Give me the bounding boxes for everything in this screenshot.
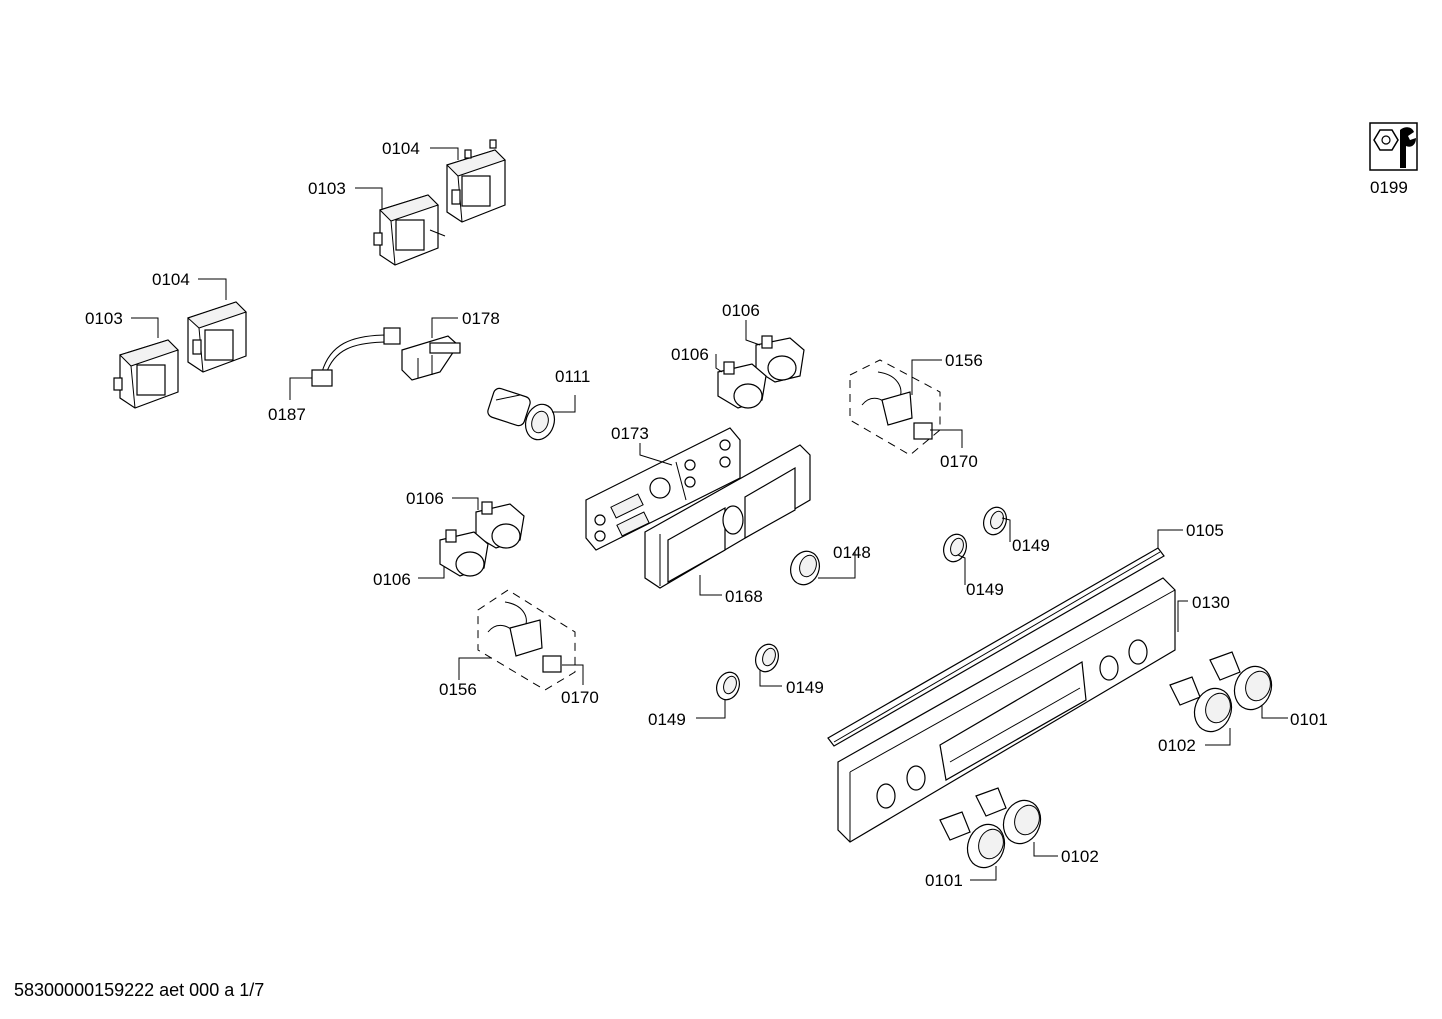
callout-c10: 0156: [945, 351, 983, 370]
tool-icon-label: 0199: [1370, 178, 1408, 197]
part-switch-0104-left: [187, 301, 247, 373]
callout-c14: 0106: [373, 570, 411, 589]
part-sensor-board-upper: [849, 359, 941, 456]
callout-c6: 0187: [268, 405, 306, 424]
part-knob-holder-upper-2: [717, 361, 767, 409]
callout-c1: 0104: [382, 139, 420, 158]
callout-c21: 0156: [439, 680, 477, 699]
part-knob-holder-lower-2: [439, 529, 489, 577]
callout-c15: 0148: [833, 543, 871, 562]
callout-c17: 0149: [1012, 536, 1050, 555]
document-id: 58300000159222 aet 000 a 1/7: [14, 980, 265, 1000]
callout-c3: 0104: [152, 270, 190, 289]
callout-c22: 0170: [561, 688, 599, 707]
callout-c7: 0111: [555, 367, 590, 386]
callout-c24: 0149: [648, 710, 686, 729]
callout-labels: 0104 0103 0104 0103 0178 0187 0111 0106 …: [85, 139, 1408, 890]
part-display-frame-0168: [644, 444, 811, 589]
part-knob-0102-right: [1169, 676, 1233, 733]
part-ring-0148: [790, 550, 820, 586]
part-ring-0149-b: [943, 533, 967, 563]
callout-c18: 0149: [966, 580, 1004, 599]
callout-c12: 0173: [611, 424, 649, 443]
part-knob-holder-upper-1: [755, 335, 805, 383]
part-sensor-board-lower: [477, 589, 576, 691]
callout-c16: 0168: [725, 587, 763, 606]
callout-c4: 0103: [85, 309, 123, 328]
callout-c27: 0102: [1061, 847, 1099, 866]
callout-c5: 0178: [462, 309, 500, 328]
callout-c23: 0149: [786, 678, 824, 697]
part-switch-0104-top: [446, 139, 506, 223]
part-wire-harness: [311, 327, 461, 387]
part-knob-0101-left: [939, 811, 1006, 869]
part-motor-0111: [487, 387, 556, 441]
part-ring-0149-a: [983, 506, 1007, 536]
callout-c25: 0101: [1290, 710, 1328, 729]
part-switch-0103-left: [113, 339, 179, 409]
part-display-board-0173: [585, 427, 741, 551]
callout-c19: 0105: [1186, 521, 1224, 540]
part-knob-0102-left: [975, 787, 1042, 845]
wrench-nut-icon: [1369, 122, 1418, 171]
callout-leaders: [131, 147, 1288, 881]
callout-c20: 0130: [1192, 593, 1230, 612]
callout-c26: 0102: [1158, 736, 1196, 755]
callout-c8: 0106: [722, 301, 760, 320]
callout-c11: 0170: [940, 452, 978, 471]
part-ring-0149-d: [716, 671, 740, 701]
part-trim-strip-0105: [827, 547, 1165, 747]
callout-c2: 0103: [308, 179, 346, 198]
part-control-panel-0130: [837, 577, 1176, 843]
part-ring-0149-c: [755, 643, 779, 673]
part-knob-0101-right: [1209, 651, 1273, 711]
callout-c28: 0101: [925, 871, 963, 890]
part-switch-0103-top: [373, 194, 446, 266]
callout-c13: 0106: [406, 489, 444, 508]
callout-c9: 0106: [671, 345, 709, 364]
